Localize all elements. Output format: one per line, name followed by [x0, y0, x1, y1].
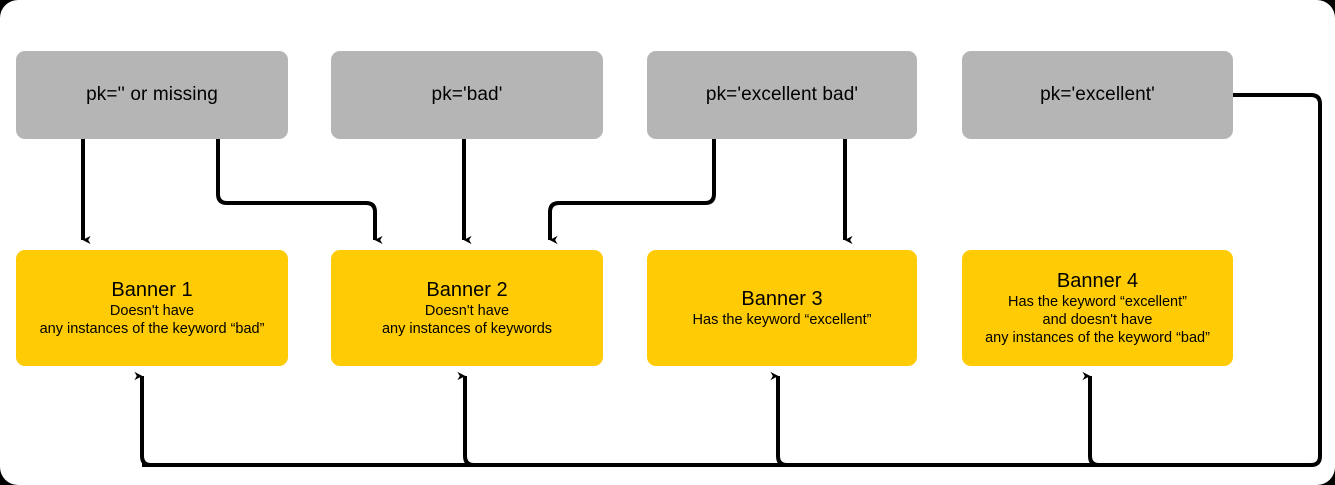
- edge-bus-banner4: [1082, 371, 1100, 467]
- banner-desc-1: Doesn't have any instances of the keyword…: [40, 302, 265, 338]
- banner-desc-line: and doesn't have: [1042, 312, 1153, 328]
- banner-desc-line: any instances of the keyword “bad”: [985, 330, 1210, 346]
- banner-title-1: Banner 1: [111, 279, 193, 301]
- banner-desc-line: Has the keyword “excellent”: [692, 312, 872, 328]
- edge-bus-banner3: [770, 371, 788, 467]
- banner-desc-line: Has the keyword “excellent”: [1008, 294, 1187, 310]
- banner-desc-line: any instances of keywords: [381, 321, 553, 337]
- banner-desc-4: Has the keyword “excellent” and doesn't h…: [985, 293, 1210, 347]
- edge-cond1-banner2: [216, 139, 383, 245]
- banner-node-2[interactable]: Banner 2 Doesn't have any instances of ke…: [331, 250, 603, 366]
- condition-label-4: pk='excellent': [1040, 84, 1155, 105]
- edge-bus-banner2: [457, 371, 475, 467]
- banner-node-1[interactable]: Banner 1 Doesn't have any instances of th…: [16, 250, 288, 366]
- condition-node-2[interactable]: pk='bad': [331, 51, 603, 139]
- banner-desc-3: Has the keyword “excellent”: [693, 311, 872, 329]
- edge-cond3-banner2: [548, 139, 716, 245]
- banner-title-2: Banner 2: [426, 279, 508, 301]
- edge-bus-banner1: [134, 371, 152, 467]
- banner-title-3: Banner 3: [741, 288, 823, 310]
- condition-node-3[interactable]: pk='excellent bad': [647, 51, 917, 139]
- banner-desc-line: any instances of the keyword “bad”: [39, 321, 265, 337]
- banner-desc-line: Doesn't have: [109, 303, 195, 319]
- condition-label-3: pk='excellent bad': [705, 84, 859, 105]
- condition-node-1[interactable]: pk='' or missing: [16, 51, 288, 139]
- banner-title-4: Banner 4: [1056, 270, 1139, 292]
- banner-node-3[interactable]: Banner 3 Has the keyword “excellent”: [647, 250, 917, 366]
- banner-node-4[interactable]: Banner 4 Has the keyword “excellent” and …: [962, 250, 1233, 366]
- banner-desc-line: Doesn't have: [424, 303, 510, 319]
- banner-desc-2: Doesn't have any instances of keywords: [382, 302, 552, 338]
- condition-label-2: pk='bad': [431, 84, 503, 105]
- condition-node-4[interactable]: pk='excellent': [962, 51, 1233, 139]
- condition-label-1: pk='' or missing: [86, 84, 218, 105]
